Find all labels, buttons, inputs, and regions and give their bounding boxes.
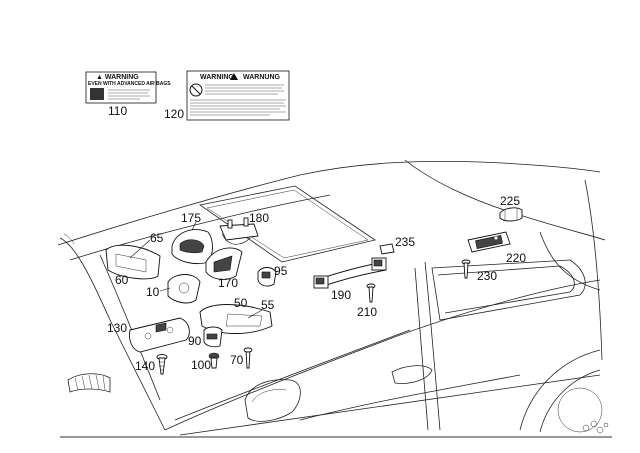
publisher-mark (582, 420, 609, 434)
vent-grille (67, 373, 111, 393)
screw-100 (208, 352, 220, 369)
cover-235 (379, 243, 395, 255)
label-120: 120 (164, 107, 184, 121)
label-180: 180 (249, 211, 269, 225)
warning-label-120: WARNING WARNUNG (186, 70, 290, 121)
label-190: 190 (331, 288, 351, 302)
clip-90 (203, 326, 223, 348)
bracket-180 (219, 217, 259, 245)
label-170: 170 (218, 276, 238, 290)
warning-label-110: ▲ WARNING EVEN WITH ADVANCED AIR BAGS (85, 71, 171, 104)
lamp-220 (467, 231, 511, 253)
screw-140 (156, 354, 168, 375)
label-140: 140 (135, 359, 155, 373)
grab-handle-175 (171, 221, 213, 265)
warning-label-small-heading: ▲ WARNING (96, 74, 139, 81)
car-body-outline (57, 159, 612, 438)
screw-210 (366, 283, 376, 303)
label-225: 225 (500, 194, 520, 208)
label-230: 230 (477, 269, 497, 283)
label-50: 50 (234, 296, 248, 310)
warning-label-small-line: EVEN WITH ADVANCED AIR BAGS (88, 81, 171, 87)
bulb-225 (499, 207, 523, 222)
label-210: 210 (357, 305, 377, 319)
label-100: 100 (191, 358, 211, 372)
label-65: 65 (150, 231, 164, 245)
label-235: 235 (395, 235, 415, 249)
label-55: 55 (261, 298, 275, 312)
sun-visor-left (105, 239, 161, 280)
warning-label-large-heading-right: WARNUNG (243, 74, 280, 81)
label-70: 70 (230, 353, 244, 367)
part-number-labels: 110 120 65 60 10 175 180 170 95 50 55 13… (107, 104, 526, 373)
label-10: 10 (146, 285, 160, 299)
label-220: 220 (506, 251, 526, 265)
label-95: 95 (274, 264, 288, 278)
lamp-170 (205, 247, 243, 280)
label-90: 90 (188, 334, 202, 348)
connector-95 (257, 267, 277, 287)
label-175: 175 (181, 211, 201, 225)
grab-handle-190 (313, 257, 387, 289)
screw-230 (461, 259, 471, 279)
warning-label-large-heading-left: WARNING (200, 74, 234, 81)
visor-clip (159, 274, 201, 304)
label-60: 60 (115, 273, 129, 287)
screw-70 (243, 347, 253, 369)
label-110: 110 (108, 104, 127, 118)
label-130: 130 (107, 321, 127, 335)
bracket-130 (129, 317, 190, 353)
